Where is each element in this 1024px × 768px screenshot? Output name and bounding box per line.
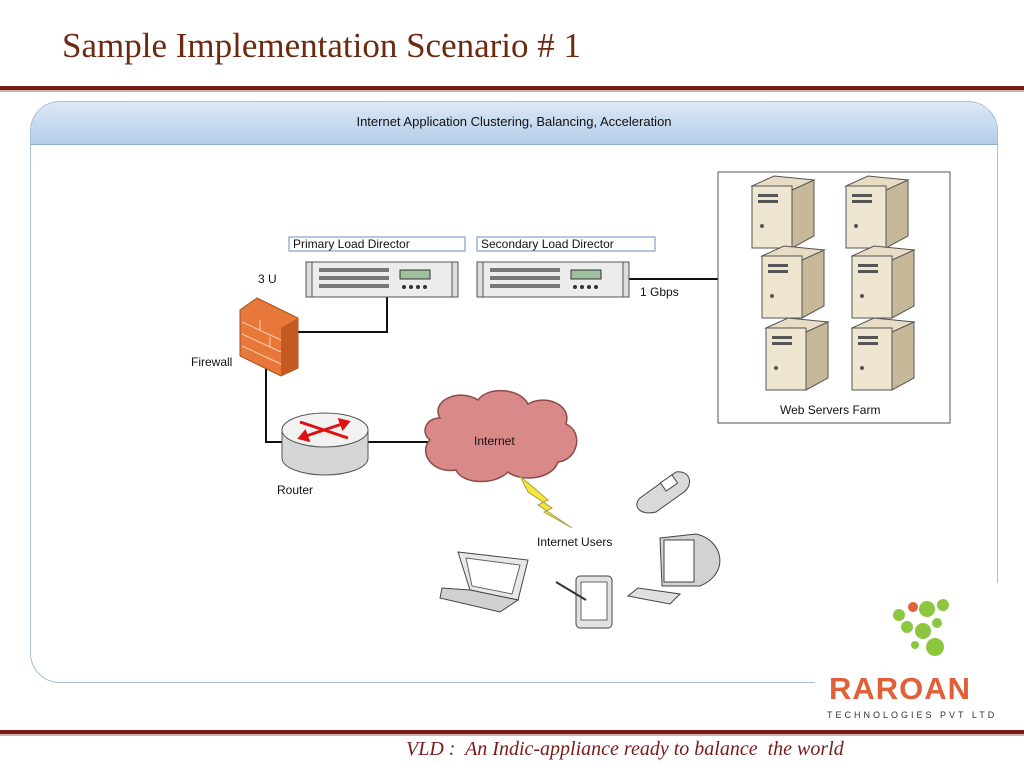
router-label: Router (277, 483, 313, 497)
panel-title: Internet Application Clustering, Balanci… (356, 114, 672, 129)
internet-users-label: Internet Users (537, 535, 612, 549)
server-icon (844, 175, 910, 249)
server-farm-label: Web Servers Farm (780, 403, 880, 417)
rack-units-label: 3 U (258, 272, 277, 286)
top-divider (0, 86, 1024, 92)
server-icon (850, 317, 916, 391)
secondary-label: Secondary Load Director (481, 237, 614, 251)
footer-tagline: VLD : An Indic-appliance ready to balanc… (406, 738, 844, 760)
slide-title: Sample Implementation Scenario # 1 (62, 26, 582, 65)
laptop-icon (439, 551, 529, 613)
server-icon (850, 245, 916, 319)
logo-name: RAROAN (829, 671, 972, 706)
server-farm (717, 171, 951, 424)
mobile-phone-icon (636, 471, 691, 514)
wireless-link-icon (519, 475, 573, 529)
tablet-icon (555, 575, 613, 629)
router-icon (281, 412, 369, 476)
bottom-divider (0, 730, 1024, 736)
primary-load-director: Primary Load Director (288, 236, 466, 298)
internet-cloud-icon (424, 389, 578, 483)
firewall-label: Firewall (191, 355, 232, 369)
link-speed-label: 1 Gbps (640, 285, 679, 299)
logo-subtitle: TECHNOLOGIES PVT LTD (827, 710, 998, 720)
internet-label: Internet (474, 434, 515, 448)
server-icon (760, 245, 826, 319)
panel-header: Internet Application Clustering, Balanci… (31, 102, 997, 145)
server-icon (750, 175, 816, 249)
desktop-computer-icon (626, 533, 721, 605)
server-icon (764, 317, 830, 391)
company-logo: RAROAN TECHNOLOGIES PVT LTD (815, 583, 1024, 728)
primary-label: Primary Load Director (293, 237, 410, 251)
firewall-icon (239, 297, 299, 377)
logo-mark-icon (893, 599, 949, 656)
secondary-load-director: Secondary Load Director (476, 236, 656, 298)
